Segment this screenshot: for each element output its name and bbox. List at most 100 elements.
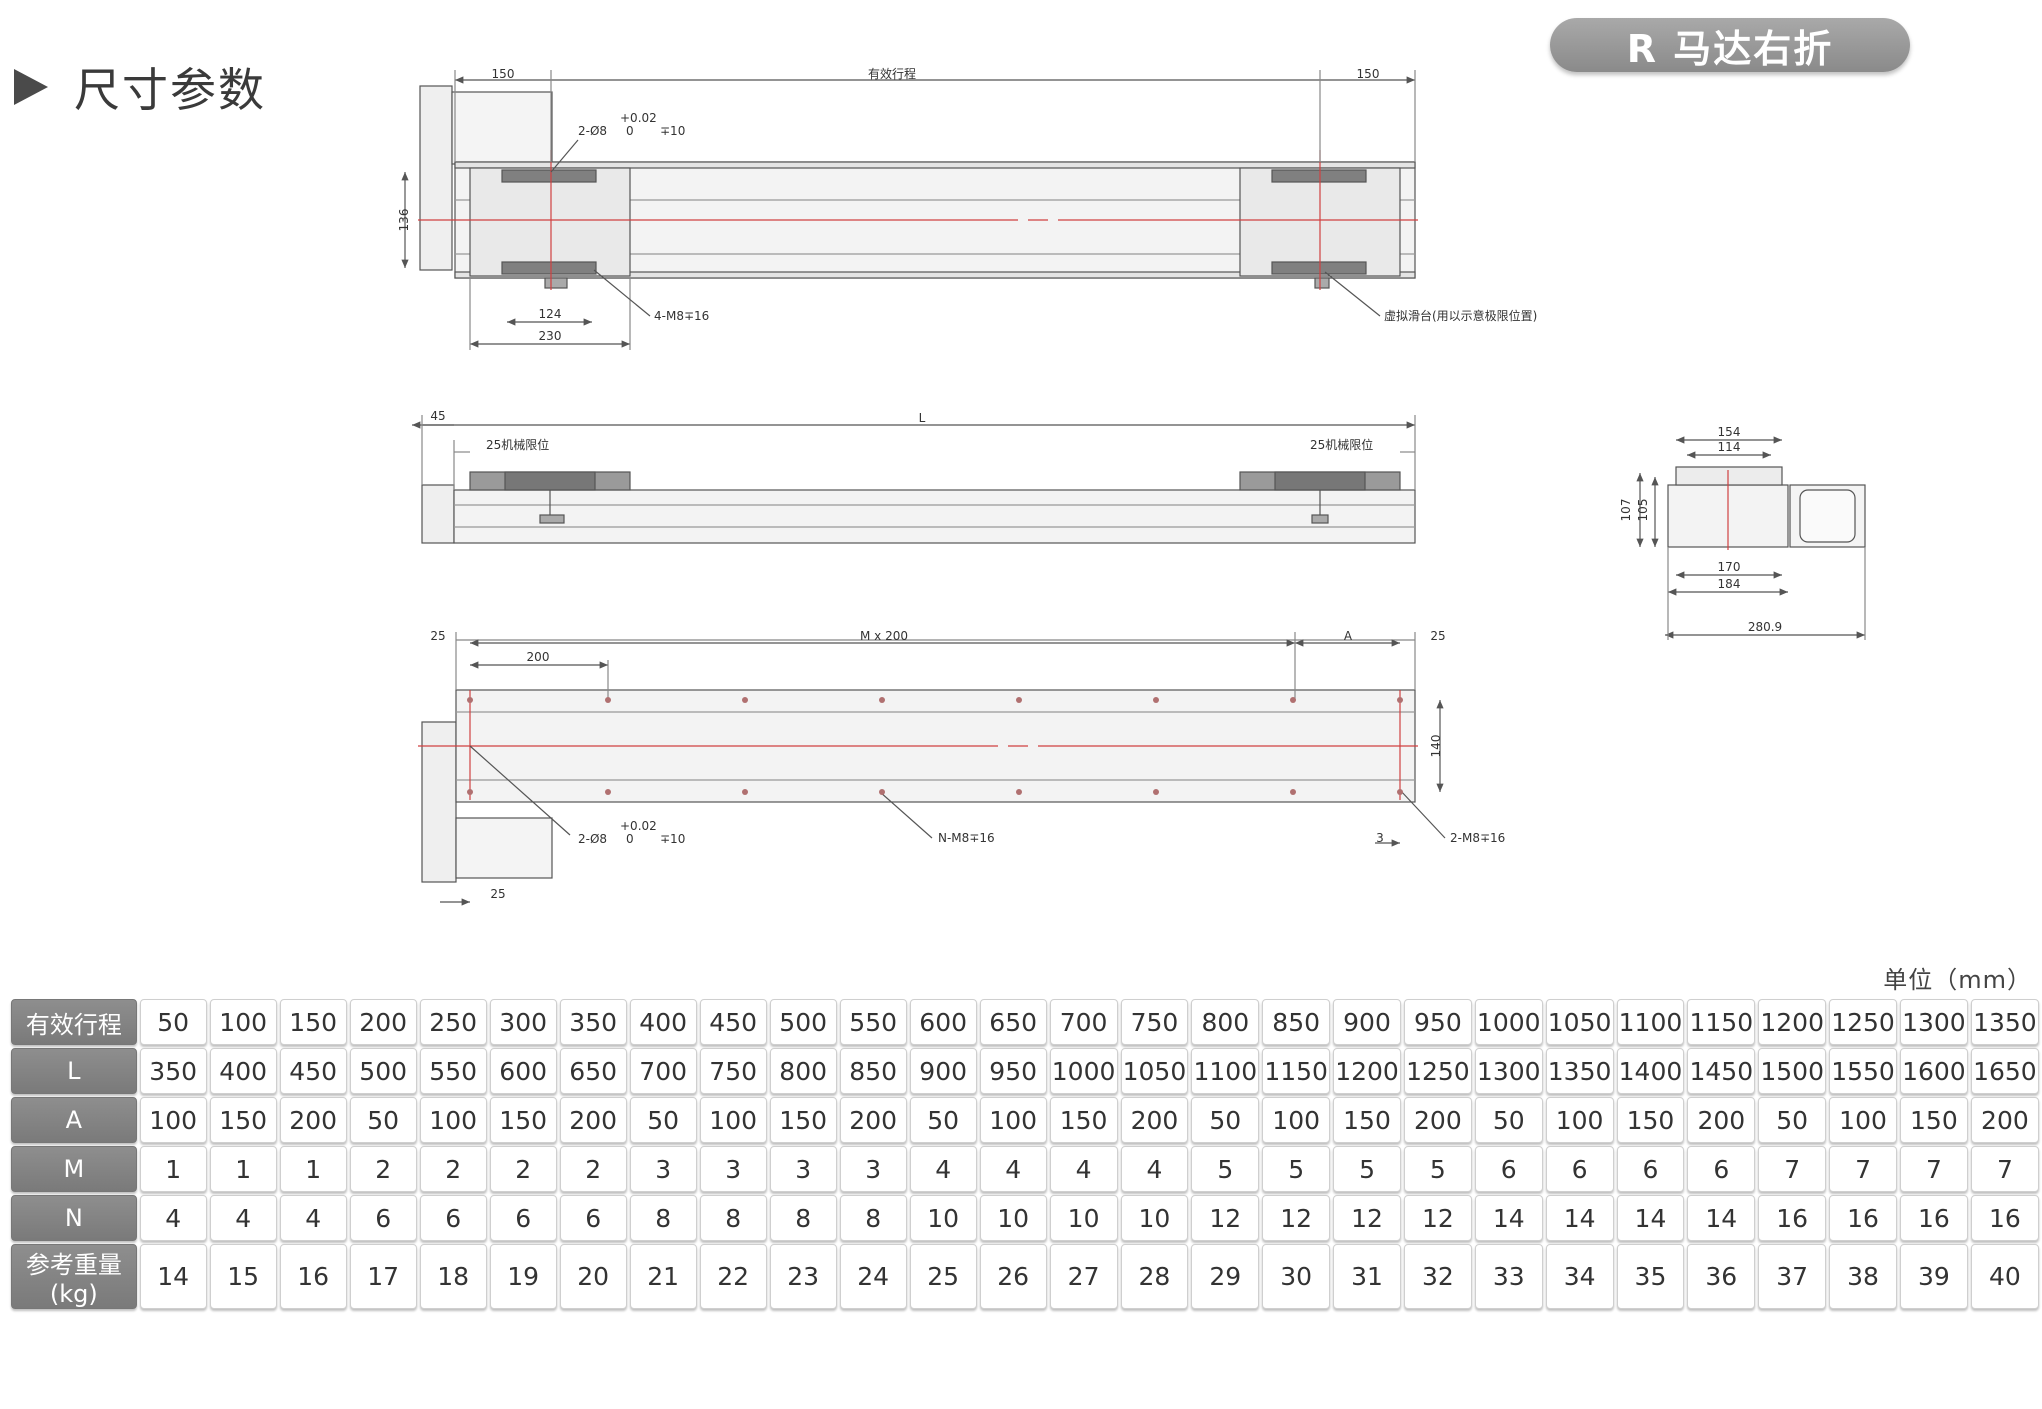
svg-text:N-M8∓16: N-M8∓16 [938,831,995,845]
section-title-text: 尺寸参数 [74,63,266,117]
side-view-labels: 45 L 25机械限位 25机械限位 [430,409,1373,452]
table-cell: 950 [1403,999,1472,1045]
table-cell: 200 [349,999,417,1045]
table-cell: 1150 [1262,1048,1331,1094]
model-badge: R 马达右折 [1550,18,1910,72]
table-cell: 39 [1899,1244,1968,1309]
table-cell: 150 [1616,1097,1685,1143]
table-cell: 37 [1758,1244,1827,1309]
table-cell: 8 [629,1195,697,1241]
table-cell: 100 [419,1097,487,1143]
table-cell: 2 [489,1146,557,1192]
table-cell: 850 [839,1048,907,1094]
table-cell: 200 [559,1097,627,1143]
table-cell: 14 [1545,1195,1614,1241]
table-cell: 6 [1616,1146,1685,1192]
table-cell: 4 [279,1195,347,1241]
table-cell: 6 [1687,1146,1756,1192]
table-cell: 1600 [1899,1048,1968,1094]
table-cell: 1200 [1333,1048,1401,1094]
table-cell: 5 [1191,1146,1260,1192]
row-header: A [11,1097,137,1143]
table-cell: 7 [1758,1146,1827,1192]
table-cell: 12 [1333,1195,1401,1241]
table-cell: 30 [1262,1244,1331,1309]
table-cell: 150 [279,999,347,1045]
table-cell: 1300 [1474,1048,1543,1094]
table-cell: 3 [699,1146,767,1192]
svg-text:2-Ø8: 2-Ø8 [578,832,607,846]
end-view-labels: 154 114 107 105 170 184 280.9 [1619,425,1782,634]
table-cell: 1400 [1616,1048,1685,1094]
table-cell: 7 [1829,1146,1897,1192]
table-cell: 16 [1829,1195,1897,1241]
svg-text:200: 200 [527,650,550,664]
table-cell: 16 [1970,1195,2039,1241]
table-cell: 40 [1970,1244,2039,1309]
table-cell: 3 [629,1146,697,1192]
table-cell: 1050 [1545,999,1614,1045]
svg-text:105: 105 [1636,499,1650,522]
svg-text:114: 114 [1718,440,1741,454]
table-cell: 17 [349,1244,417,1309]
table-cell: 27 [1049,1244,1118,1309]
row-header: 有效行程 [11,999,137,1045]
triangle-arrow-icon [14,69,48,105]
table-cell: 1500 [1758,1048,1827,1094]
table-cell: 12 [1403,1195,1472,1241]
table-cell: 6 [1545,1146,1614,1192]
table-cell: 31 [1333,1244,1401,1309]
section-title: 尺寸参数 [14,52,266,122]
table-cell: 650 [979,999,1047,1045]
table-cell: 100 [1545,1097,1614,1143]
table-cell: 450 [279,1048,347,1094]
table-cell: 800 [1191,999,1260,1045]
table-cell: 12 [1191,1195,1260,1241]
table-cell: 400 [209,1048,277,1094]
table-cell: 5 [1403,1146,1472,1192]
side-view [412,415,1416,544]
table-cell: 10 [1049,1195,1118,1241]
svg-text:4-M8∓16: 4-M8∓16 [654,309,709,323]
side-motor-flange [421,484,455,544]
svg-text:280.9: 280.9 [1748,620,1782,634]
table-cell: 250 [419,999,487,1045]
svg-text:有效行程: 有效行程 [868,66,916,81]
table-cell: 7 [1899,1146,1968,1192]
end-view [1636,436,1866,640]
table-cell: 500 [349,1048,417,1094]
table-cell: 1550 [1829,1048,1897,1094]
table-cell: 34 [1545,1244,1614,1309]
table-cell: 200 [1970,1097,2039,1143]
table-cell: 200 [1687,1097,1756,1143]
table-cell: 29 [1191,1244,1260,1309]
table-cell: 5 [1262,1146,1331,1192]
table-cell: 15 [209,1244,277,1309]
svg-text:25机械限位: 25机械限位 [1310,437,1373,452]
table-cell: 8 [699,1195,767,1241]
svg-text:150: 150 [1357,67,1380,81]
table-cell: 100 [1829,1097,1897,1143]
table-cell: 14 [139,1244,207,1309]
table-cell: 28 [1120,1244,1189,1309]
table-cell: 10 [979,1195,1047,1241]
table-cell: 2 [559,1146,627,1192]
table-cell: 5 [1333,1146,1401,1192]
table-cell: 10 [1120,1195,1189,1241]
table-cell: 8 [839,1195,907,1241]
svg-text:124: 124 [539,307,562,321]
table-cell: 150 [1049,1097,1118,1143]
table-cell: 1000 [1049,1048,1118,1094]
row-header: L [11,1048,137,1094]
table-cell: 100 [979,1097,1047,1143]
table-cell: 1650 [1970,1048,2039,1094]
table-cell: 1250 [1403,1048,1472,1094]
table-cell: 50 [139,999,207,1045]
svg-text:0: 0 [626,832,634,846]
table-cell: 14 [1474,1195,1543,1241]
table-cell: 1 [279,1146,347,1192]
table-cell: 50 [909,1097,977,1143]
